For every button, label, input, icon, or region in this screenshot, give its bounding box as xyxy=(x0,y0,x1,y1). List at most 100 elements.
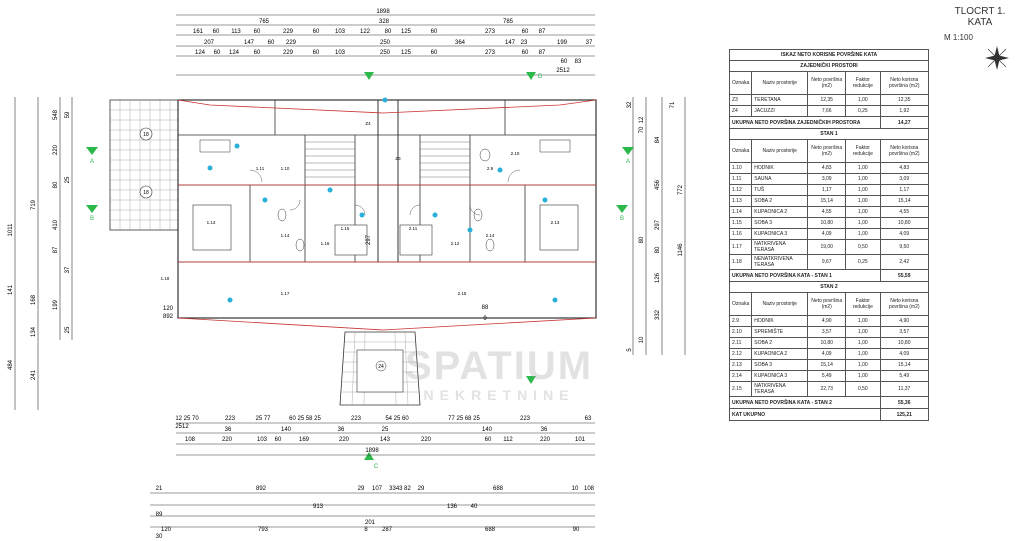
dim-label: 125 xyxy=(401,50,412,56)
dim-label: 120 xyxy=(163,306,174,312)
total-value: 55,36 xyxy=(879,396,929,409)
dim-left-outer: 1011 484 141 xyxy=(8,223,14,370)
cell-factor: 1,00 xyxy=(845,315,881,327)
dim-label: 410 xyxy=(53,219,59,230)
col-id: Oznaka xyxy=(728,139,753,163)
dim-label: 37 xyxy=(65,266,71,273)
scale-label: M 1:100 xyxy=(944,33,973,42)
table-header-row: Oznaka Naziv prostorije Neto površina (m… xyxy=(728,292,929,316)
dim-label: 9 xyxy=(483,316,487,322)
dim-foot-row2: 913 136 40 xyxy=(313,504,478,510)
dim-label: 1146 xyxy=(678,243,684,257)
room-tag-1-15: 1.15 xyxy=(341,226,350,231)
bottom-dimension-lines xyxy=(176,422,595,456)
cell-area: 4,09 xyxy=(807,348,847,360)
cell-name: TUŠ xyxy=(751,184,809,196)
dim-label: 12 25 70 xyxy=(175,416,199,422)
dim-label: 60 xyxy=(275,437,282,443)
dim-label: 765 xyxy=(259,19,270,25)
cell-factor: 1,00 xyxy=(845,359,881,371)
dim-label: 136 xyxy=(447,504,458,510)
dim-label: 36 xyxy=(338,427,345,433)
col-net: Neto korisna površina (m2) xyxy=(879,292,929,316)
dim-label: 101 xyxy=(575,437,586,443)
dim-label: 328 xyxy=(379,19,390,25)
dim-label: 1011 xyxy=(8,223,14,237)
cell-id: 1.11 xyxy=(728,173,753,185)
cell-name: SPREMIŠTE xyxy=(751,326,809,338)
cell-name: KUPAONICA 3 xyxy=(751,370,809,382)
cell-name: SOBA 3 xyxy=(751,359,809,371)
dim-label: 80 xyxy=(53,181,59,188)
col-id: Oznaka xyxy=(728,71,753,95)
roof-outline xyxy=(177,99,597,331)
staircase xyxy=(305,141,470,178)
cell-factor: 1,00 xyxy=(845,162,881,174)
dim-label: 60 xyxy=(268,40,275,46)
cell-name: SOBA 3 xyxy=(751,217,809,229)
dim-label: 364 xyxy=(455,40,466,46)
dim-label: 220 xyxy=(339,437,350,443)
cell-name: HODNIK xyxy=(751,315,809,327)
dim-label: 120 xyxy=(161,527,172,533)
drawing-title: TLOCRT 1. KATA xyxy=(952,6,1008,28)
dim-label: 124 xyxy=(229,50,240,56)
dim-label: 25 77 xyxy=(255,416,271,422)
cell-name: KUPAONICA 2 xyxy=(751,206,809,218)
col-net: Neto korisna površina (m2) xyxy=(879,71,929,95)
dim-label: 60 xyxy=(485,437,492,443)
dim-label: 220 xyxy=(421,437,432,443)
dim-left-inner: 548 220 80 410 87 199 59 25 25 37 xyxy=(53,109,71,333)
dim-top-row2: 161 60 113 60 229 60 103 122 80 125 60 2… xyxy=(193,29,546,35)
room-tag-2-10: 2.10 xyxy=(511,151,520,156)
dim-label: 60 xyxy=(313,50,320,56)
dim-label: 60 xyxy=(431,29,438,35)
room-tag-2-12: 2.12 xyxy=(451,241,460,246)
watermark-sub: NEKRETNINE xyxy=(423,387,575,403)
dim-label: 892 xyxy=(256,486,267,492)
cell-id: 2.13 xyxy=(728,359,753,371)
dim-foot-row1: 21 892 29 107 3343 82 29 688 10 108 xyxy=(156,486,595,492)
room-tag-2-13: 2.13 xyxy=(551,220,560,225)
room-tag-24: 24 xyxy=(378,364,384,370)
cell-net: 3,57 xyxy=(879,326,929,338)
dim-label: 273 xyxy=(485,29,496,35)
dim-right-outer: 772 1146 xyxy=(678,184,684,256)
cell-id: 1.13 xyxy=(728,195,753,207)
cell-net: 2,42 xyxy=(879,254,929,270)
dim-label: 223 xyxy=(351,416,362,422)
dim-label: 37 xyxy=(586,40,593,46)
dim-label: 8 xyxy=(364,527,368,533)
dim-label: 147 xyxy=(244,40,255,46)
dim-left-mid: 719 168 134 241 xyxy=(31,199,37,380)
foot-dimension-lines xyxy=(150,492,595,528)
cell-area: 4,55 xyxy=(807,206,847,218)
dim-label: 220 xyxy=(53,144,59,155)
dim-label: 80 xyxy=(655,246,661,253)
cell-name: KUPAONICA 3 xyxy=(751,228,809,240)
dim-label: 548 xyxy=(53,109,59,120)
cell-factor: 1,00 xyxy=(845,184,881,196)
cell-area: 15,14 xyxy=(807,359,847,371)
bathroom-fixtures xyxy=(199,139,571,252)
dim-label: 29 xyxy=(358,486,365,492)
cell-area: 22,73 xyxy=(807,381,847,397)
dim-label: 250 xyxy=(380,50,391,56)
dim-label: 126 xyxy=(655,272,661,283)
plan-inner-dims: 88 9 297 120 892 xyxy=(163,234,489,322)
section-label-a: A xyxy=(90,159,94,165)
dim-bottom-total: 1898 xyxy=(365,448,379,454)
cell-factor: 1,00 xyxy=(845,348,881,360)
cell-area: 4,09 xyxy=(807,228,847,240)
col-name: Naziv prostorije xyxy=(751,71,809,95)
cell-id: 1.16 xyxy=(728,228,753,240)
dim-label: 332 xyxy=(655,309,661,320)
cell-name: SAUNA xyxy=(751,173,809,185)
cell-factor: 1,00 xyxy=(845,173,881,185)
dim-label: 125 xyxy=(401,29,412,35)
